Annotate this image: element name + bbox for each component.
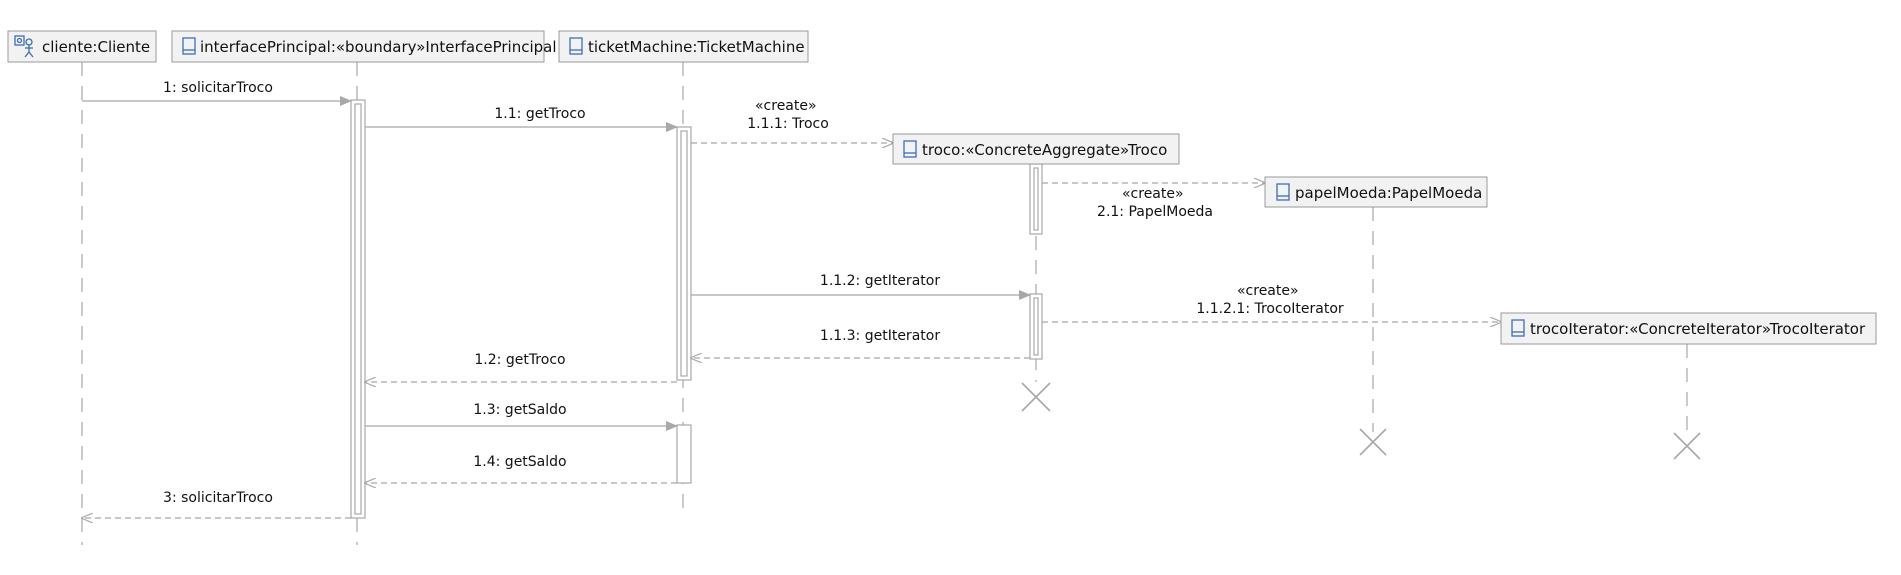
- label-m1: 1: solicitarTroco: [163, 80, 273, 96]
- label-m13-line: 1.3: getSaldo: [473, 402, 566, 418]
- header-interface-label: interfacePrincipal:«boundary»InterfacePr…: [200, 38, 557, 56]
- header-interface[interactable]: interfacePrincipal:«boundary»InterfacePr…: [171, 30, 557, 63]
- class-icon: [182, 37, 196, 55]
- label-m14: 1.4: getSaldo: [473, 454, 566, 470]
- label-m1121-stereotype: «create»: [1237, 283, 1299, 299]
- activation-troco-2: [1029, 293, 1043, 360]
- lifeline-headers: cliente:Cliente interfacePrincipal:«boun…: [7, 30, 1877, 345]
- header-cliente[interactable]: cliente:Cliente: [7, 30, 157, 63]
- destruction-marks: [1021, 382, 1701, 460]
- label-m113: 1.1.3: getIterator: [820, 328, 940, 344]
- activation-troco-2-inner: [1033, 297, 1039, 356]
- header-iterator[interactable]: trocoIterator:«ConcreteIterator»TrocoIte…: [1500, 312, 1877, 345]
- class-icon: [569, 37, 583, 55]
- lifeline-lines: [81, 62, 1688, 545]
- label-m113-line: 1.1.3: getIterator: [820, 328, 940, 344]
- label-m111-stereotype: «create»: [755, 98, 817, 114]
- class-icon: [1511, 319, 1525, 337]
- header-papel[interactable]: papelMoeda:PapelMoeda: [1264, 176, 1488, 208]
- label-m21-stereotype: «create»: [1122, 186, 1184, 202]
- destroy-iterator: [1673, 432, 1701, 460]
- header-papel-label: papelMoeda:PapelMoeda: [1295, 184, 1482, 202]
- label-m13: 1.3: getSaldo: [473, 402, 566, 418]
- header-troco-label: troco:«ConcreteAggregate»Troco: [922, 141, 1167, 159]
- label-m112-line: 1.1.2: getIterator: [820, 273, 940, 289]
- destroy-troco: [1021, 382, 1051, 412]
- class-icon: [903, 140, 917, 158]
- label-m3-line: 3: solicitarTroco: [163, 490, 273, 506]
- label-m1-line: 1: solicitarTroco: [163, 80, 273, 96]
- activation-ticket-1: [676, 126, 692, 381]
- header-troco[interactable]: troco:«ConcreteAggregate»Troco: [892, 133, 1180, 165]
- label-m14-line: 1.4: getSaldo: [473, 454, 566, 470]
- label-m1121: «create» 1.1.2.1: TrocoIterator: [1196, 283, 1344, 317]
- label-m11-line: 1.1: getTroco: [494, 106, 585, 122]
- activation-bars: [350, 99, 1043, 519]
- activation-interface: [350, 99, 366, 519]
- header-iterator-label: trocoIterator:«ConcreteIterator»TrocoIte…: [1530, 320, 1866, 338]
- label-m111-line: 1.1.1: Troco: [747, 116, 829, 132]
- header-cliente-label: cliente:Cliente: [42, 38, 150, 56]
- activation-interface-inner: [354, 103, 362, 515]
- class-icon: [1276, 183, 1290, 201]
- label-m1121-line: 1.1.2.1: TrocoIterator: [1196, 301, 1344, 317]
- label-m111: «create» 1.1.1: Troco: [747, 98, 829, 132]
- label-m112: 1.1.2: getIterator: [820, 273, 940, 289]
- header-ticket-label: ticketMachine:TicketMachine: [588, 38, 805, 56]
- header-ticket[interactable]: ticketMachine:TicketMachine: [558, 30, 809, 63]
- label-m12-line: 1.2: getTroco: [474, 352, 565, 368]
- label-m3: 3: solicitarTroco: [163, 490, 273, 506]
- destroy-papel: [1359, 428, 1387, 456]
- activation-troco-1: [1029, 163, 1043, 235]
- activation-ticket-2: [676, 424, 692, 484]
- label-m21-line: 2.1: PapelMoeda: [1097, 204, 1213, 220]
- label-m11: 1.1: getTroco: [494, 106, 585, 122]
- message-labels: 1: solicitarTroco 1.1: getTroco «create»…: [163, 80, 1344, 506]
- actor-icon: [14, 35, 34, 58]
- label-m12: 1.2: getTroco: [474, 352, 565, 368]
- message-arrows: [82, 96, 1501, 518]
- label-m21: «create» 2.1: PapelMoeda: [1097, 186, 1213, 220]
- activation-troco-1-inner: [1033, 167, 1039, 231]
- activation-ticket-1-inner: [680, 130, 688, 377]
